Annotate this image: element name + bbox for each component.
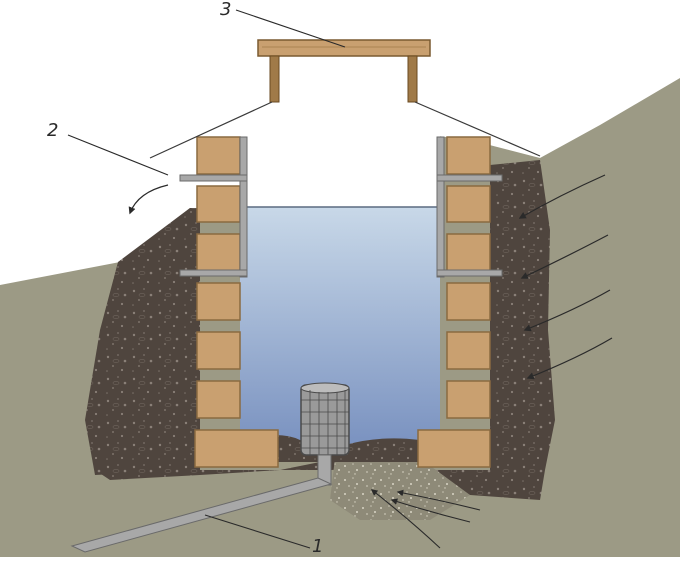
cone-line-right [414, 101, 541, 157]
seepage-arrow-icon [518, 174, 613, 380]
vent-pipe-icon [179, 136, 503, 278]
leader-line-3 [235, 9, 346, 48]
gravel-backfill-left [85, 208, 200, 475]
label-vent: 2 [47, 120, 58, 141]
lid-cover [257, 39, 431, 103]
label-pipe: 1 [312, 536, 323, 557]
label-lid: 3 [220, 0, 231, 20]
drain-pipe-icon [70, 454, 333, 553]
left-brick-wall [194, 136, 279, 468]
sand-filter-bed [330, 458, 470, 520]
right-brick-wall [417, 136, 491, 468]
cone-line-left [149, 101, 273, 159]
leader-line-2 [67, 134, 169, 176]
pit-interior-air [240, 135, 440, 207]
filter-arrows [370, 489, 481, 549]
gravel-backfill-right [490, 160, 555, 470]
exhaust-arrow [128, 184, 169, 215]
mesh-filter-icon [300, 382, 350, 456]
leader-line-1 [204, 514, 311, 549]
